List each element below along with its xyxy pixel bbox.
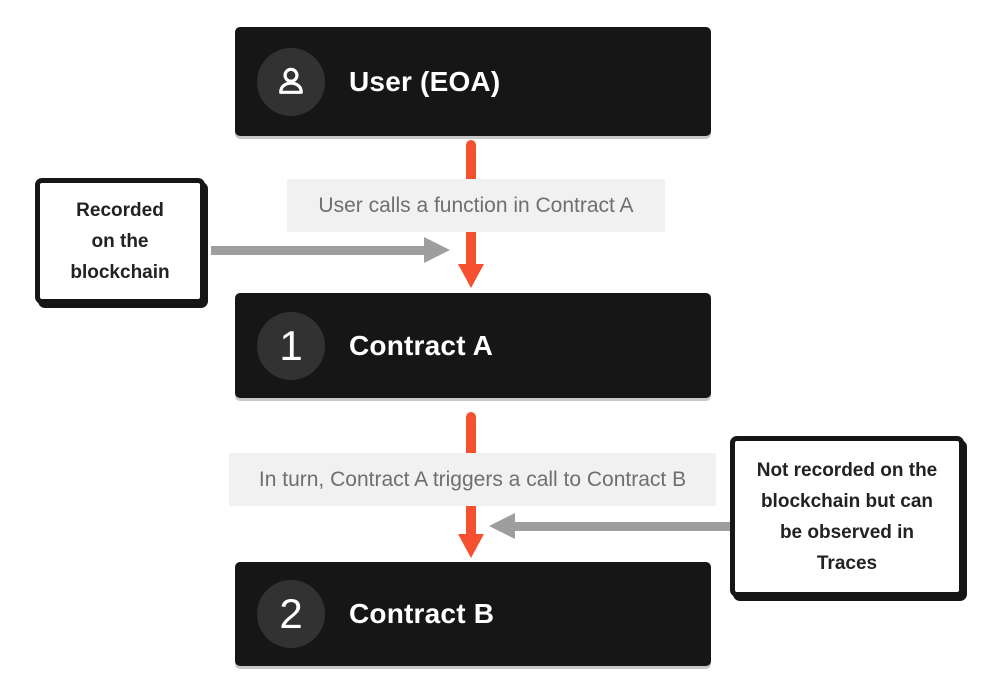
note-line: Recorded — [76, 199, 164, 221]
arrow-shaft — [513, 522, 730, 531]
step-number: 2 — [279, 590, 303, 637]
note-not-recorded-traces: Not recorded on the blockchain but can b… — [730, 436, 964, 597]
note-line: be observed in — [779, 521, 915, 543]
arrow-down-icon — [458, 534, 484, 558]
note-line: Traces — [816, 552, 878, 574]
arrow-left-icon — [489, 513, 515, 539]
note-line: Not recorded on the — [756, 459, 938, 481]
arrow-shaft — [211, 246, 426, 255]
person-icon — [279, 67, 303, 94]
edge-label-internal-call: In turn, Contract A triggers a call to C… — [229, 453, 716, 506]
edge-label-user-call: User calls a function in Contract A — [287, 179, 665, 232]
node-title-contract-b: Contract B — [349, 598, 495, 629]
note-line: blockchain — [70, 261, 170, 283]
step-2-badge: 2 — [257, 580, 325, 648]
step-1-badge: 1 — [257, 311, 325, 380]
arrow-right-icon — [424, 237, 450, 263]
node-contract-a: 1 Contract A — [235, 293, 711, 398]
user-avatar-badge — [257, 47, 325, 116]
note-line: blockchain but can — [760, 490, 934, 512]
node-user-eoa: User (EOA) — [235, 27, 711, 136]
step-number: 1 — [279, 321, 303, 369]
arrow-down-icon — [458, 264, 484, 288]
node-contract-b: 2 Contract B — [235, 562, 711, 666]
node-title-user-eoa: User (EOA) — [349, 65, 501, 97]
note-line: on the — [91, 230, 149, 252]
pointer-arrow-recorded — [211, 236, 450, 264]
pointer-arrow-traces — [489, 512, 730, 540]
note-recorded-on-blockchain: Recorded on the blockchain — [35, 178, 205, 304]
node-title-contract-a: Contract A — [349, 329, 494, 361]
